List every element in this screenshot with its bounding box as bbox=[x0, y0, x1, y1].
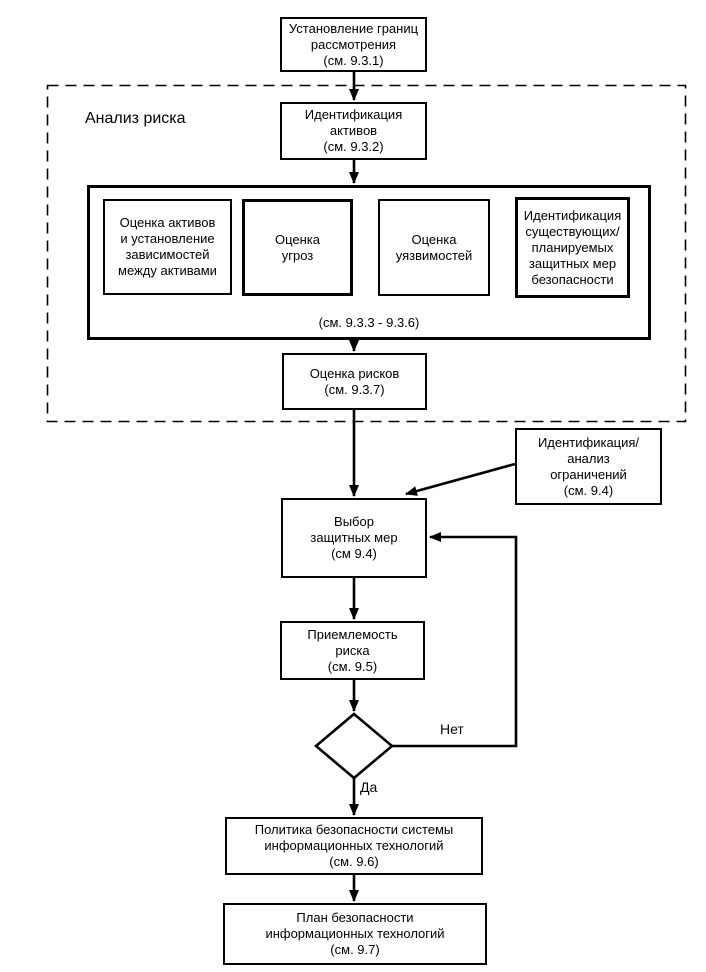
node-vulnerability-assessment-text: Оценка уязвимостей bbox=[395, 231, 473, 263]
node-constraints: Идентификация/ анализ ограничений (см. 9… bbox=[515, 428, 662, 505]
label-yes: Да bbox=[360, 779, 378, 795]
label-no: Нет bbox=[440, 721, 464, 737]
node-it-security-plan-text: План безопасности информационных техноло… bbox=[265, 910, 445, 957]
node-safeguard-identification-text: Идентификация существующих/ планируемых … bbox=[523, 207, 622, 287]
node-risk-acceptance: Приемлемость риска (см. 9.5) bbox=[280, 621, 425, 680]
assessment-group-box: (см. 9.3.3 - 9.3.6) bbox=[87, 185, 651, 340]
node-scope-definition-text: Установление границ рассмотрения (см. 9.… bbox=[288, 20, 419, 68]
node-safeguard-identification: Идентификация существующих/ планируемых … bbox=[515, 197, 630, 298]
node-asset-identification-text: Идентификация активов (см. 9.3.2) bbox=[304, 107, 403, 154]
node-risk-assessment: Оценка рисков (см. 9.3.7) bbox=[282, 353, 427, 410]
decision-diamond bbox=[313, 712, 395, 780]
node-it-security-policy-text: Политика безопасности системы информацио… bbox=[254, 822, 454, 869]
node-scope-definition: Установление границ рассмотрения (см. 9.… bbox=[280, 17, 427, 72]
node-threat-assessment: Оценка угроз bbox=[242, 199, 353, 296]
node-risk-assessment-text: Оценка рисков (см. 9.3.7) bbox=[309, 365, 400, 397]
node-constraints-text: Идентификация/ анализ ограничений (см. 9… bbox=[537, 434, 640, 498]
node-threat-assessment-text: Оценка угроз bbox=[274, 231, 321, 263]
node-asset-valuation: Оценка активов и установление зависимост… bbox=[103, 199, 232, 295]
arrow-no-feedback-loop bbox=[392, 532, 518, 748]
assessment-group-caption: (см. 9.3.3 - 9.3.6) bbox=[318, 315, 420, 330]
node-risk-acceptance-text: Приемлемость риска (см. 9.5) bbox=[307, 626, 398, 674]
node-safeguard-selection-text: Выбор защитных мер (см 9.4) bbox=[310, 514, 398, 561]
node-safeguard-selection: Выбор защитных мер (см 9.4) bbox=[281, 498, 427, 578]
node-it-security-policy: Политика безопасности системы информацио… bbox=[225, 817, 483, 875]
node-it-security-plan: План безопасности информационных техноло… bbox=[223, 903, 487, 965]
arrow-constraints-to-selection bbox=[405, 462, 516, 496]
node-vulnerability-assessment: Оценка уязвимостей bbox=[378, 199, 490, 296]
node-asset-identification: Идентификация активов (см. 9.3.2) bbox=[280, 102, 427, 160]
node-asset-valuation-text: Оценка активов и установление зависимост… bbox=[118, 215, 217, 278]
risk-analysis-region-label: Анализ риска bbox=[85, 110, 186, 127]
